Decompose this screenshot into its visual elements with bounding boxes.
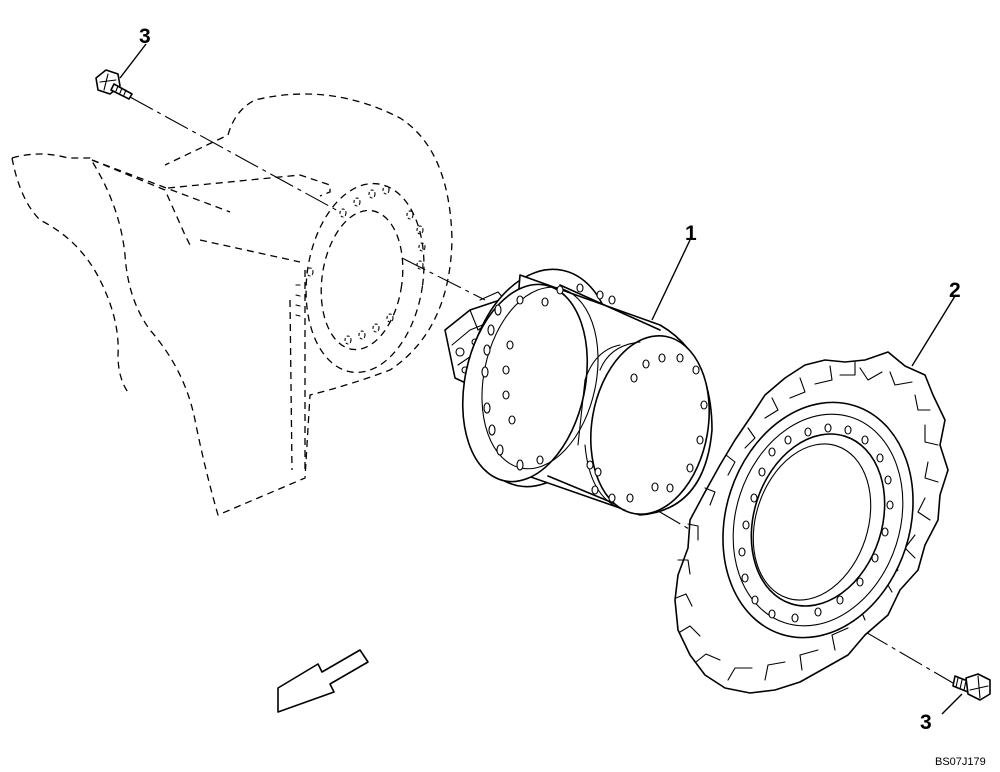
bolt-bottom	[952, 673, 991, 701]
motor-flange-holes	[481, 283, 616, 471]
leader-lines	[119, 43, 963, 715]
bolt-top	[95, 69, 133, 100]
track-frame-phantom	[11, 93, 453, 516]
frame-flange-holes	[306, 185, 426, 345]
sprocket-bolt-holes	[738, 423, 894, 623]
callout-bolt-top: 3	[139, 25, 151, 48]
callout-sprocket: 2	[949, 279, 961, 302]
motor-endcap-holes	[586, 353, 708, 503]
travel-motor	[444, 268, 713, 516]
callout-travel-motor: 1	[685, 222, 697, 245]
front-direction-arrow	[277, 649, 369, 713]
callout-bolt-bottom: 3	[920, 711, 932, 734]
sprocket	[674, 351, 949, 694]
figure-code: BS07J179	[935, 756, 986, 768]
